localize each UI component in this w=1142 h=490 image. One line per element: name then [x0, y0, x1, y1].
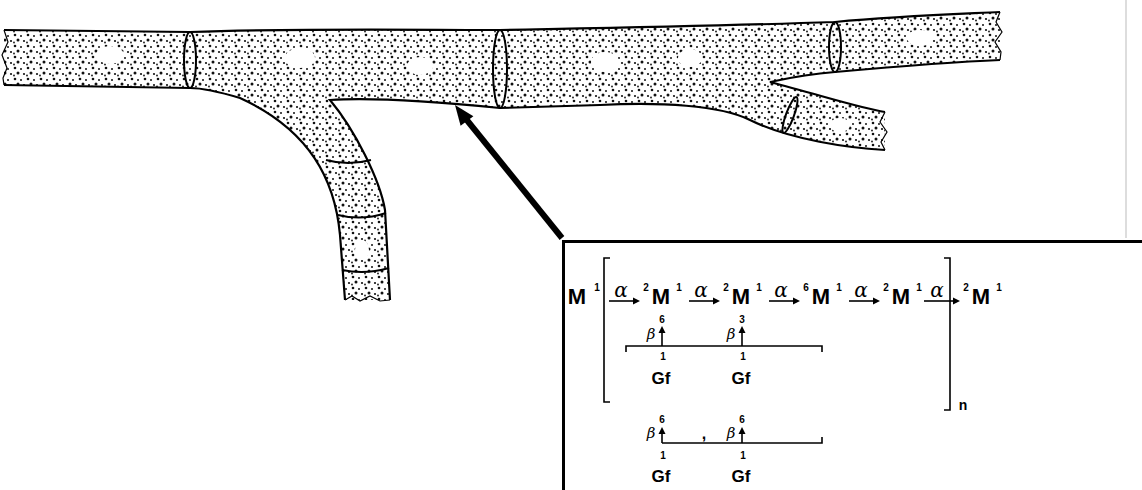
anomeric-symbol: α: [694, 280, 708, 300]
formula-lines: [604, 258, 954, 443]
linkage-position: 1: [660, 352, 666, 362]
arrow-heads: [633, 298, 960, 435]
pointer-arrow: [455, 105, 562, 238]
hypha-drawing: [0, 0, 1002, 310]
linkage-position: 2: [963, 283, 969, 293]
linkage-position: 2: [723, 283, 729, 293]
frame-line: [1126, 0, 1127, 238]
anomeric-symbol: β: [647, 426, 656, 441]
linkage-position: 6: [659, 415, 665, 425]
linkage-position: 3: [739, 315, 745, 325]
anomeric-symbol: α: [614, 280, 628, 300]
sugar-residue: Gf: [652, 468, 671, 485]
formula-inset: M1α2M1α2M1α6M1α2M1α2M16β1Gf3β1Gfn6β1Gf,6…: [562, 240, 1142, 490]
anomeric-symbol: α: [930, 280, 944, 300]
separator-comma: ,: [702, 426, 706, 442]
linkage-position: 6: [659, 315, 665, 325]
sugar-residue: M: [568, 286, 586, 308]
linkage-position: 2: [643, 283, 649, 293]
linkage-position: 1: [756, 283, 762, 293]
linkage-position: 1: [916, 283, 922, 293]
sugar-residue: M: [892, 286, 910, 308]
linkage-position: 6: [739, 415, 745, 425]
linkage-position: 1: [594, 283, 600, 293]
anomeric-symbol: α: [854, 280, 868, 300]
repeat-count: n: [959, 398, 968, 412]
anomeric-symbol: β: [727, 327, 736, 342]
sugar-residue: M: [972, 286, 990, 308]
sugar-residue: M: [732, 286, 750, 308]
anomeric-symbol: β: [647, 327, 656, 342]
linkage-position: 1: [836, 283, 842, 293]
linkage-position: 6: [803, 283, 809, 293]
linkage-position: 1: [740, 451, 746, 461]
sugar-residue: M: [812, 286, 830, 308]
sugar-residue: Gf: [732, 370, 751, 387]
linkage-position: 1: [660, 451, 666, 461]
linkage-position: 1: [676, 283, 682, 293]
sugar-residue: M: [652, 286, 670, 308]
linkage-position: 2: [883, 283, 889, 293]
anomeric-symbol: β: [727, 426, 736, 441]
linkage-position: 1: [996, 283, 1002, 293]
sugar-residue: Gf: [732, 468, 751, 485]
sugar-residue: Gf: [652, 370, 671, 387]
linkage-position: 1: [740, 352, 746, 362]
anomeric-symbol: α: [774, 280, 788, 300]
